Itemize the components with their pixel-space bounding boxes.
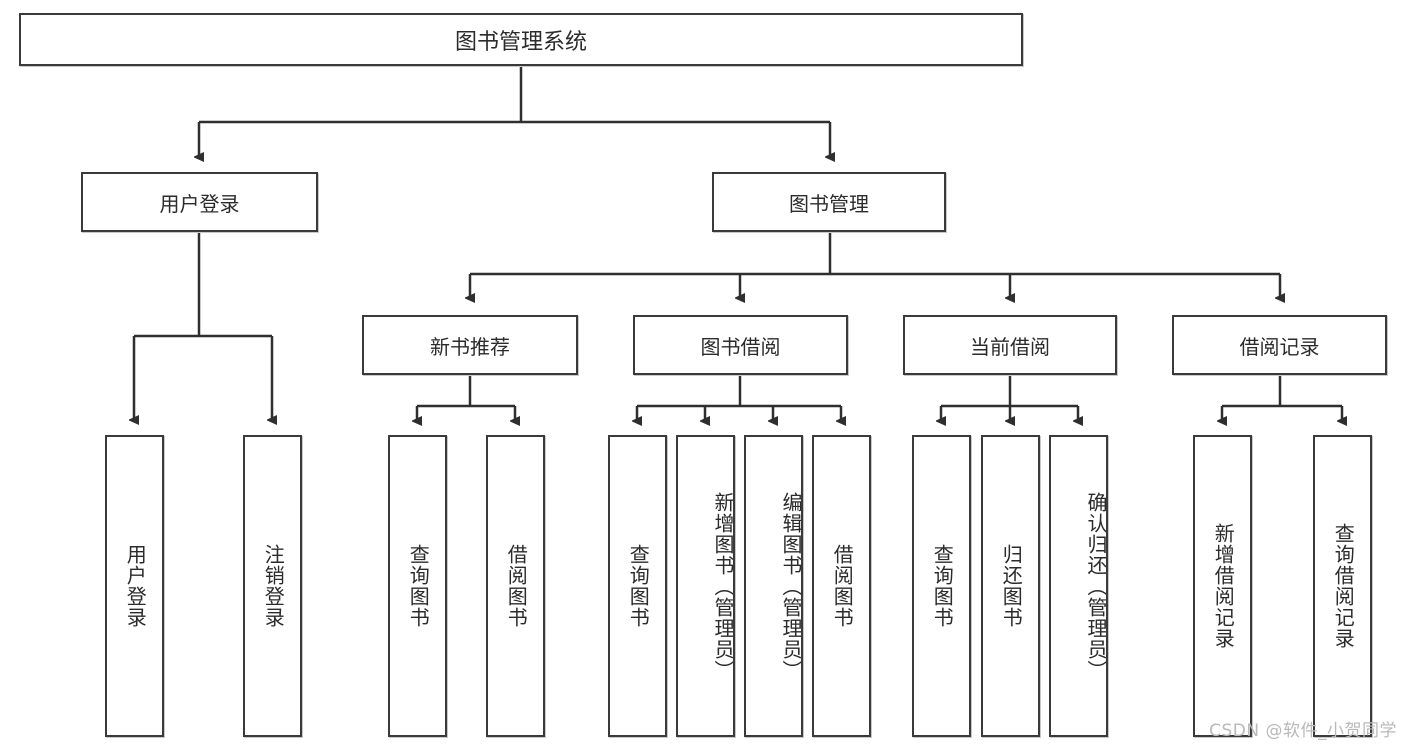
leaf-record-add-borrow-record[interactable]: 新增借阅记录 [1193, 435, 1252, 737]
leaf-borrow-edit-book-admin[interactable]: 编辑图书（管理员） [744, 435, 803, 737]
node-borrow-record[interactable]: 借阅记录 [1172, 315, 1387, 375]
node-user-login[interactable]: 用户登录 [81, 172, 318, 232]
leaf-current-return-book[interactable]: 归还图书 [981, 435, 1040, 737]
node-book-borrow[interactable]: 图书借阅 [633, 315, 848, 375]
leaf-borrow-borrow-book[interactable]: 借阅图书 [812, 435, 871, 737]
leaf-record-query-borrow-record[interactable]: 查询借阅记录 [1313, 435, 1372, 737]
leaf-user-logout[interactable]: 注销登录 [243, 435, 302, 737]
leaf-borrow-add-book-admin[interactable]: 新增图书（管理员） [676, 435, 735, 737]
node-current-borrow[interactable]: 当前借阅 [903, 315, 1117, 375]
leaf-recommend-borrow-book[interactable]: 借阅图书 [486, 435, 545, 737]
node-book-management[interactable]: 图书管理 [712, 172, 946, 232]
leaf-user-login[interactable]: 用户登录 [105, 435, 164, 737]
node-new-book-recommend[interactable]: 新书推荐 [362, 315, 578, 375]
leaf-current-query-book[interactable]: 查询图书 [912, 435, 971, 737]
leaf-borrow-query-book[interactable]: 查询图书 [608, 435, 667, 737]
node-root[interactable]: 图书管理系统 [19, 13, 1023, 66]
leaf-recommend-query-book[interactable]: 查询图书 [388, 435, 447, 737]
leaf-current-confirm-return-admin[interactable]: 确认归还（管理员） [1049, 435, 1108, 737]
